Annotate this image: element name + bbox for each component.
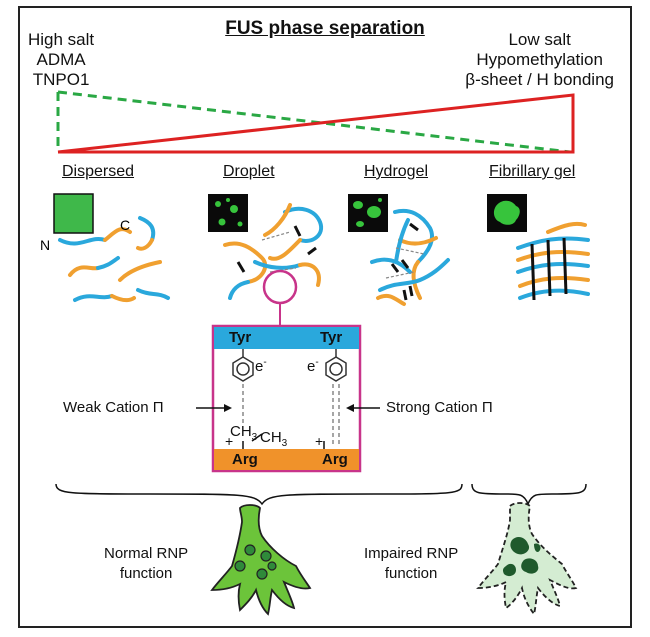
electron-right: e- [307,357,319,375]
hydrogel-spots [353,198,382,227]
methyl-group-2: CH3 [260,429,288,449]
arg-label-right: Arg [322,451,348,468]
left-condition-2: ADMA [36,50,86,69]
fibrillary-aggregate [493,200,520,225]
left-conditions: High salt ADMA TNPO1 [28,30,94,90]
strong-cation-pi-label: Strong Cation Π [386,399,493,416]
arg-bar [214,449,359,470]
normal-brace [55,483,463,506]
tyr-label-right: Tyr [320,329,343,346]
impaired-neuron [476,502,578,617]
dispersed-chains [58,216,170,303]
right-condition-2: Hypomethylation [476,50,603,69]
impaired-neuron-aggregates [502,537,541,577]
fibrillary-chains [516,221,590,300]
tyr-label-left: Tyr [229,329,252,346]
hydrogel-chains [370,208,450,306]
dispersed-green-square [53,193,94,234]
stage-hydrogel: Hydrogel [364,163,429,180]
right-condition-3: β-sheet / H bonding [465,70,614,89]
n-terminus: N [40,237,50,253]
left-condition-3: TNPO1 [32,70,90,89]
high-salt-dashed-top [57,90,571,154]
hydrogel-crosslinks [390,222,419,301]
droplet-spots [215,198,243,227]
left-condition-1: High salt [28,30,95,49]
fibrillary-crosslinks [530,237,568,301]
stage-dispersed: Dispersed [62,163,135,180]
right-conditions: Low salt Hypomethylation β-sheet / H bon… [465,30,614,90]
stage-fibrillary-gel: Fibrillary gel [489,163,576,180]
plus-charge-left: + [225,433,234,449]
figure-frame [18,6,632,628]
methyl-group-1: CH3 [230,423,258,443]
c-terminus: C [120,217,130,233]
tyr-bar [214,327,359,349]
droplet-weak-links [261,231,297,273]
benzene-ring-left [232,356,254,382]
normal-neuron-granules [234,544,277,580]
normal-neuron [210,504,312,616]
arg-label-left: Arg [232,451,258,468]
low-salt-red-wedge [57,93,575,154]
impaired-rnp-label: Impaired RNP function [364,545,459,582]
right-condition-1: Low salt [508,30,571,49]
electron-left: e- [255,357,267,375]
benzene-ring-right [325,356,347,382]
normal-rnp-label: Normal RNP function [104,545,189,582]
droplet-zoom-ring [262,269,298,305]
plus-charge-right: + [315,433,324,449]
weak-cation-pi-label: Weak Cation Π [63,399,164,416]
figure-title: FUS phase separation [225,18,425,39]
stage-droplet: Droplet [223,163,275,180]
impaired-brace [471,483,587,507]
droplet-crosslinks [236,225,317,273]
droplet-chains [223,203,324,300]
